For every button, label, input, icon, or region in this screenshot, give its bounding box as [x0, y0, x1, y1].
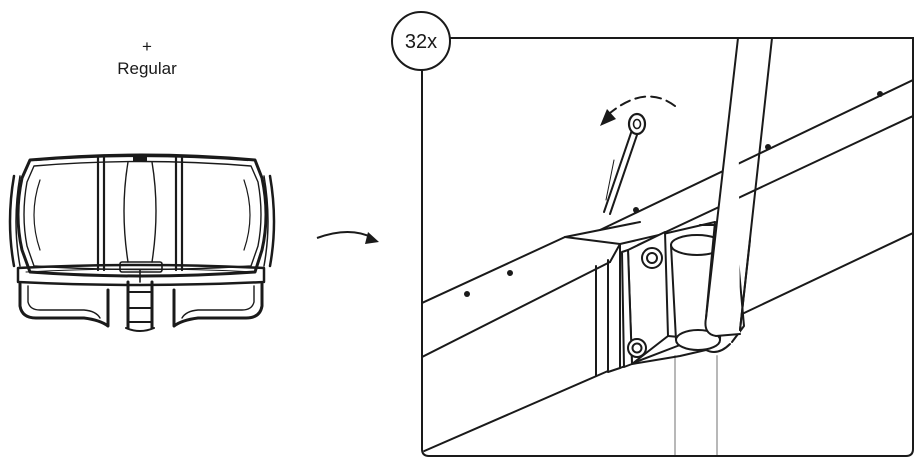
frame-leg: [674, 355, 718, 455]
rotate-counterclockwise-icon: [600, 95, 676, 126]
wrench-tool: [603, 112, 647, 215]
quantity-label: 32x: [405, 31, 437, 53]
variant-caption: + Regular: [92, 36, 202, 80]
curved-arrow-icon: [316, 231, 379, 244]
quantity-badge: 32x: [391, 11, 451, 71]
detail-panel: 32x: [391, 11, 914, 457]
plus-symbol: +: [142, 37, 152, 56]
frame-tube-left: [423, 236, 611, 453]
frame-tube-right: [599, 79, 912, 315]
enclosure-pole: [704, 39, 773, 337]
trampoline-overview: [8, 153, 276, 332]
variant-label: Regular: [117, 59, 177, 78]
